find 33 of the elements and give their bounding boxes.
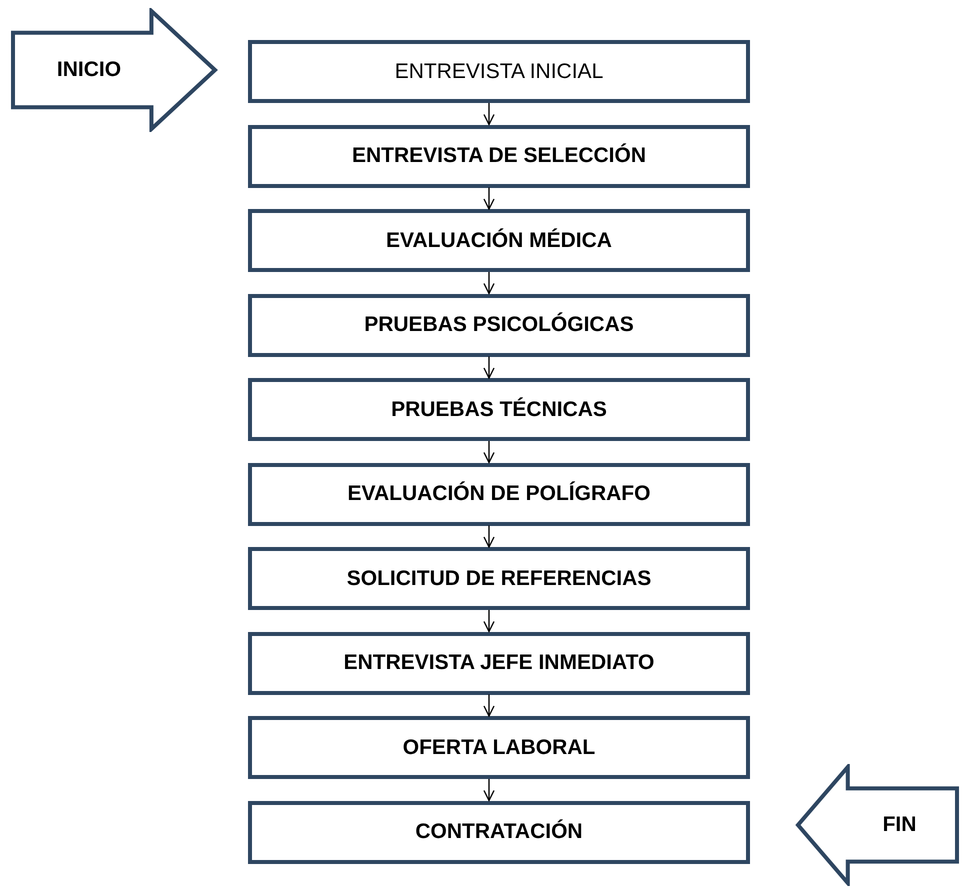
arrow	[483, 103, 495, 126]
process-box	[248, 462, 750, 526]
arrow	[483, 441, 495, 464]
arrow	[483, 272, 495, 294]
process-box	[248, 716, 750, 779]
arrow	[483, 188, 495, 210]
box-label: OFERTA LABORAL	[402, 736, 596, 760]
box-label: CONTRATACIÓN	[415, 820, 583, 844]
process-box	[248, 800, 750, 864]
process-box	[248, 378, 750, 441]
box-label: ENTREVISTA DE SELECCIÓN	[352, 144, 646, 168]
box-label: PRUEBAS TÉCNICAS	[391, 398, 607, 422]
box-label: PRUEBAS PSICOLÓGICAS	[364, 313, 634, 337]
process-box	[248, 124, 750, 188]
box-label: FIN	[882, 813, 916, 837]
arrow	[483, 356, 495, 379]
arrow	[483, 779, 495, 802]
block-arrow	[795, 764, 960, 886]
process-box	[248, 40, 750, 103]
process-box	[248, 632, 750, 694]
box-label: ENTREVISTA INICIAL	[394, 60, 604, 84]
box-label: SOLICITUD DE REFERENCIAS	[346, 566, 652, 590]
box-label: INICIO	[56, 58, 122, 82]
process-box	[248, 294, 750, 356]
process-box	[248, 209, 750, 272]
box-label: EVALUACIÓN DE POLÍGRAFO	[348, 482, 650, 506]
arrow	[483, 694, 495, 717]
block-arrow	[10, 8, 218, 132]
arrow	[483, 610, 495, 632]
box-label: EVALUACIÓN MÉDICA	[386, 228, 612, 252]
process-box	[248, 547, 750, 610]
box-label: ENTREVISTA JEFE INMEDIATO	[344, 651, 654, 675]
arrow	[483, 526, 495, 548]
